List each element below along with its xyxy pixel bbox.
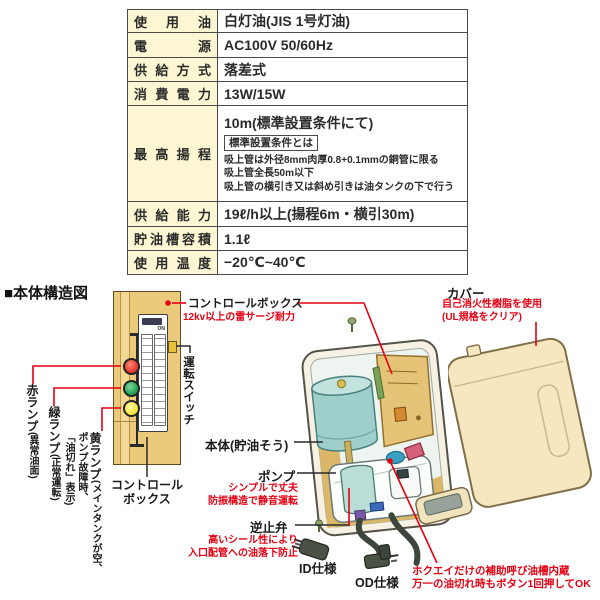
spec-label: 最高揚程 (127, 105, 218, 202)
red-lamp-label: 赤ランプ (25, 384, 39, 432)
panel-text-column (154, 334, 166, 426)
cover-illustration (448, 337, 592, 508)
spec-label: 電源 (127, 32, 218, 58)
max-lift-value: 10m(標準設置条件にて) (224, 114, 374, 131)
standard-condition-box: 標準設置条件とは (224, 134, 318, 151)
pump-note: シンプルで丈夫 防振構造で静音運転 (190, 483, 298, 508)
spec-value: 10m(標準設置条件にて) 標準設置条件とは 吸上管は外径8mm肉厚0.8+0.… (217, 105, 468, 202)
spec-value: −20℃~40℃ (217, 250, 468, 275)
yellow-lamp-icon (123, 400, 140, 417)
valve-label: 逆止弁 (250, 521, 288, 535)
green-lamp-icon (123, 380, 140, 397)
pump-note-line1: シンプルで丈夫 (228, 483, 298, 494)
id-plug-icon (291, 538, 330, 561)
body-label: 本体(貯油そう) (205, 439, 289, 453)
cover-note-line1: 自己消火性樹脂を使用 (442, 299, 542, 310)
spec-value: 白灯油(JIS 1号灯油) (217, 9, 468, 33)
green-lamp-label: 緑ランプ (47, 406, 61, 454)
run-switch-label: 運転スイッチ (182, 356, 194, 425)
control-box-edge (120, 292, 130, 464)
aux-tank-note: ホクエイだけの補助呼び油槽内蔵 万一の油切れ時もボタン1回押してOK (412, 565, 591, 591)
plug-id-label: ID仕様 (299, 562, 337, 576)
panel-on-label: ON (157, 326, 166, 332)
yellow-lamp-label: 黄ランプ (88, 432, 102, 480)
cover-body (448, 337, 592, 508)
control-box-seam (114, 421, 137, 422)
spec-value: 13W/15W (217, 81, 468, 106)
table-row: 使用温度 −20℃~40℃ (127, 250, 468, 275)
control-box-bottom-line1: コントロール (110, 478, 183, 492)
table-row: 電源 AC100V 50/60Hz (127, 32, 468, 58)
cover-label: カバー (447, 287, 485, 301)
valve-note: 高いシール性により 入口配管への油落下防止 (182, 535, 298, 560)
yellow-lamp-sub: 「油切れ」表示) (63, 432, 74, 506)
spec-value: AC100V 50/60Hz (217, 32, 468, 58)
control-box-illustration: ON (113, 291, 181, 465)
red-lamp-sub: (異常油面) (27, 432, 38, 479)
screw-icon (315, 519, 323, 532)
aux-note-line2: 万一の油切れ時もボタン1回押してOK (412, 578, 591, 590)
aux-tank (388, 465, 422, 500)
circuit-board (375, 354, 435, 448)
table-row: 供給方式 落差式 (127, 57, 468, 82)
lift-detail-line: 吸上管の横引き又は斜め引きは油タンクの下で行う (224, 181, 454, 193)
pump-note-line2: 防振構造で静音運転 (208, 495, 298, 507)
panel-text-column (141, 334, 153, 426)
spec-value: 19ℓ/h以上(揚程6m・横引30m) (217, 201, 468, 227)
spec-label: 供給方式 (127, 57, 218, 82)
valve-note-line2: 入口配管への油落下防止 (188, 547, 298, 559)
display-panel: ON (138, 314, 168, 432)
control-box-bottom-label: コントロール ボックス (107, 478, 187, 506)
yellow-lamp-label-block: 黄ランプ(メインタンクが空、 ポンプ故障時、 「油切れ」表示) (62, 432, 102, 574)
spec-label: 消費電力 (127, 81, 218, 106)
red-lamp-icon (123, 358, 140, 375)
spec-label: 使用油 (127, 9, 218, 33)
brand-chip (142, 318, 162, 325)
spec-label: 供給能力 (127, 201, 218, 227)
table-row: 消費電力 13W/15W (127, 81, 468, 106)
section-title: ■本体構造図 (4, 285, 89, 302)
spec-table: 使用油 白灯油(JIS 1号灯油) 電源 AC100V 50/60Hz 供給方式… (127, 9, 468, 275)
plug-od-label: OD仕様 (355, 576, 399, 590)
cover-recess (537, 384, 570, 458)
table-row: 貯油槽容積 1.1ℓ (127, 226, 468, 251)
lift-detail-line: 吸上管全長50m以下 (224, 168, 315, 180)
cover-note: 自己消火性樹脂を使用 (UL規格をクリア) (442, 299, 542, 324)
green-lamp-sub: (正常運転) (49, 454, 60, 501)
table-row: 供給能力 19ℓ/h以上(揚程6m・横引30m) (127, 201, 468, 227)
yellow-lamp-sub: ポンプ故障時、 (76, 432, 87, 502)
control-box-top-label: コントロールボックス (188, 298, 303, 310)
spec-value: 落差式 (217, 57, 468, 82)
lamp-bracket-cap (130, 444, 144, 447)
lamp-bracket-cap (130, 333, 144, 336)
cover-note-line2: (UL規格をクリア) (442, 311, 522, 323)
run-switch-icon (168, 341, 177, 353)
valve-note-line1: 高いシール性により (208, 535, 298, 546)
od-plug-icon (363, 543, 399, 570)
spec-label: 貯油槽容積 (127, 226, 218, 251)
lift-detail-line: 吸上管は外径8mm肉厚0.8+0.1mmの銅管に限る (224, 154, 439, 166)
screw-icon (347, 317, 357, 332)
cover-clip (466, 344, 482, 358)
aux-note-line1: ホクエイだけの補助呼び油槽内蔵 (412, 565, 570, 577)
control-box-bottom-line2: ボックス (123, 492, 171, 506)
spec-label: 使用温度 (127, 250, 218, 275)
surge-note: 12kv以上の雷サージ耐力 (183, 312, 296, 323)
red-part (403, 442, 426, 461)
yellow-lamp-sub: (メインタンクが空、 (90, 480, 101, 574)
spec-value: 1.1ℓ (217, 226, 468, 251)
table-row: 使用油 白灯油(JIS 1号灯油) (127, 9, 468, 33)
pump-label: ポンプ (258, 470, 296, 484)
table-row: 最高揚程 10m(標準設置条件にて) 標準設置条件とは 吸上管は外径8mm肉厚0… (127, 105, 468, 202)
motor (311, 375, 379, 481)
